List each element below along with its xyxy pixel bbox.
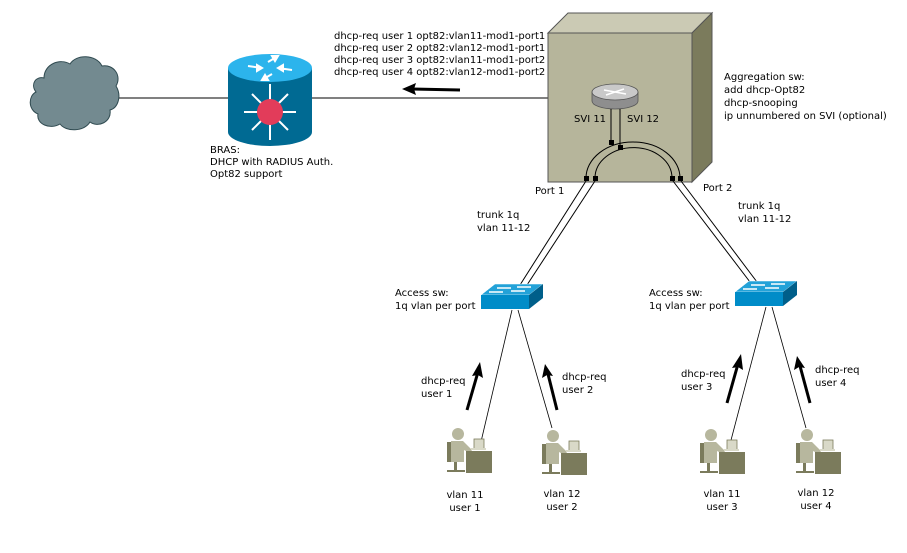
request-direction-arrow	[402, 83, 461, 95]
dhcp-req-arrow-user-2	[542, 364, 559, 411]
dhcp-req-arrow-user-4	[794, 356, 812, 404]
dhcp-req-arrow-user-1	[465, 362, 483, 411]
dhcp-messages: dhcp-req user 1 opt82:vlan11-mod1-port1 …	[334, 31, 545, 79]
trunk-vlans: vlan 11-12	[477, 223, 531, 234]
access-lines	[479, 306, 807, 447]
bras-title: BRAS:	[210, 145, 240, 156]
bras-label: BRAS: DHCP with RADIUS Auth. Opt82 suppo…	[210, 145, 333, 181]
req-user: user 3	[681, 382, 713, 393]
access-switch-title: Access sw:	[649, 288, 703, 299]
bras-desc: DHCP with RADIUS Auth.	[210, 157, 334, 168]
svi12-label: SVI 12	[627, 114, 660, 125]
dhcp-req-label-user-3: dhcp-req user 3	[681, 368, 726, 394]
trunk-vlans: vlan 11-12	[738, 214, 792, 225]
trunk-type: trunk 1q	[738, 201, 781, 212]
aggregation-desc: add dhcp-Opt82	[724, 85, 806, 96]
aggregation-desc: dhcp-snooping	[724, 98, 798, 109]
dhcp-req-label-user-4: dhcp-req user 4	[815, 364, 860, 390]
user-workstation-icon	[542, 430, 587, 475]
trunk-type: trunk 1q	[477, 210, 520, 221]
access-switch-label-left: Access sw: 1q vlan per port	[395, 287, 476, 313]
user-caption-3: vlan 11 user 3	[697, 488, 747, 514]
port2-label: Port 2	[703, 183, 733, 194]
aggregation-title: Aggregation sw:	[724, 72, 805, 83]
user-vlan: vlan 12	[543, 489, 581, 500]
trunk-lines	[519, 180, 758, 286]
req-user: user 2	[562, 385, 594, 396]
user-workstation-icon	[796, 429, 841, 474]
access-switch-desc: 1q vlan per port	[649, 301, 730, 312]
user-workstation-icon	[447, 428, 492, 473]
access-switch-title: Access sw:	[395, 288, 449, 299]
req-text: dhcp-req	[421, 376, 466, 387]
dhcp-message: dhcp-req user 1 opt82:vlan11-mod1-port1	[334, 31, 546, 42]
user-name: user 2	[546, 502, 578, 513]
access-switch-icon	[480, 283, 544, 309]
port1-label: Port 1	[535, 186, 565, 197]
req-text: dhcp-req	[681, 369, 726, 380]
user-name: user 1	[449, 503, 481, 514]
dhcp-message: dhcp-req user 2 opt82:vlan12-mod1-port1	[334, 43, 546, 54]
bras-desc: Opt82 support	[210, 169, 283, 180]
req-user: user 4	[815, 378, 847, 389]
cloud-icon	[29, 56, 120, 131]
access-switch-label-right: Access sw: 1q vlan per port	[649, 287, 730, 313]
user-vlan: vlan 11	[703, 489, 741, 500]
user-caption-4: vlan 12 user 4	[791, 487, 841, 513]
dhcp-req-label-user-1: dhcp-req user 1	[421, 375, 466, 401]
trunk-label-right: trunk 1q vlan 11-12	[738, 200, 791, 226]
trunk-label-left: trunk 1q vlan 11-12	[477, 209, 530, 235]
user-name: user 3	[706, 502, 738, 513]
user-workstation-icon	[700, 429, 745, 474]
dhcp-req-label-user-2: dhcp-req user 2	[562, 371, 607, 397]
internal-trunk-arcs	[585, 141, 681, 179]
aggregation-desc: ip unnumbered on SVI (optional)	[724, 111, 887, 122]
router-icon	[228, 54, 312, 146]
req-text: dhcp-req	[562, 372, 607, 383]
req-user: user 1	[421, 389, 453, 400]
dhcp-req-arrow-user-3	[725, 354, 743, 404]
aggregation-label: Aggregation sw: add dhcp-Opt82 dhcp-snoo…	[724, 71, 887, 123]
dhcp-message: dhcp-req user 4 opt82:vlan12-mod1-port2	[334, 67, 546, 78]
dhcp-message: dhcp-req user 3 opt82:vlan11-mod1-port2	[334, 55, 546, 66]
user-caption-2: vlan 12 user 2	[537, 488, 587, 514]
svi11-label: SVI 11	[574, 114, 607, 125]
req-text: dhcp-req	[815, 365, 860, 376]
user-vlan: vlan 11	[446, 490, 484, 501]
user-name: user 4	[800, 501, 832, 512]
access-switch-icon	[734, 280, 798, 306]
port-markers	[584, 140, 683, 181]
user-vlan: vlan 12	[797, 488, 835, 499]
user-caption-1: vlan 11 user 1	[440, 489, 490, 515]
access-switch-desc: 1q vlan per port	[395, 301, 476, 312]
svi-router-icon	[591, 83, 639, 110]
